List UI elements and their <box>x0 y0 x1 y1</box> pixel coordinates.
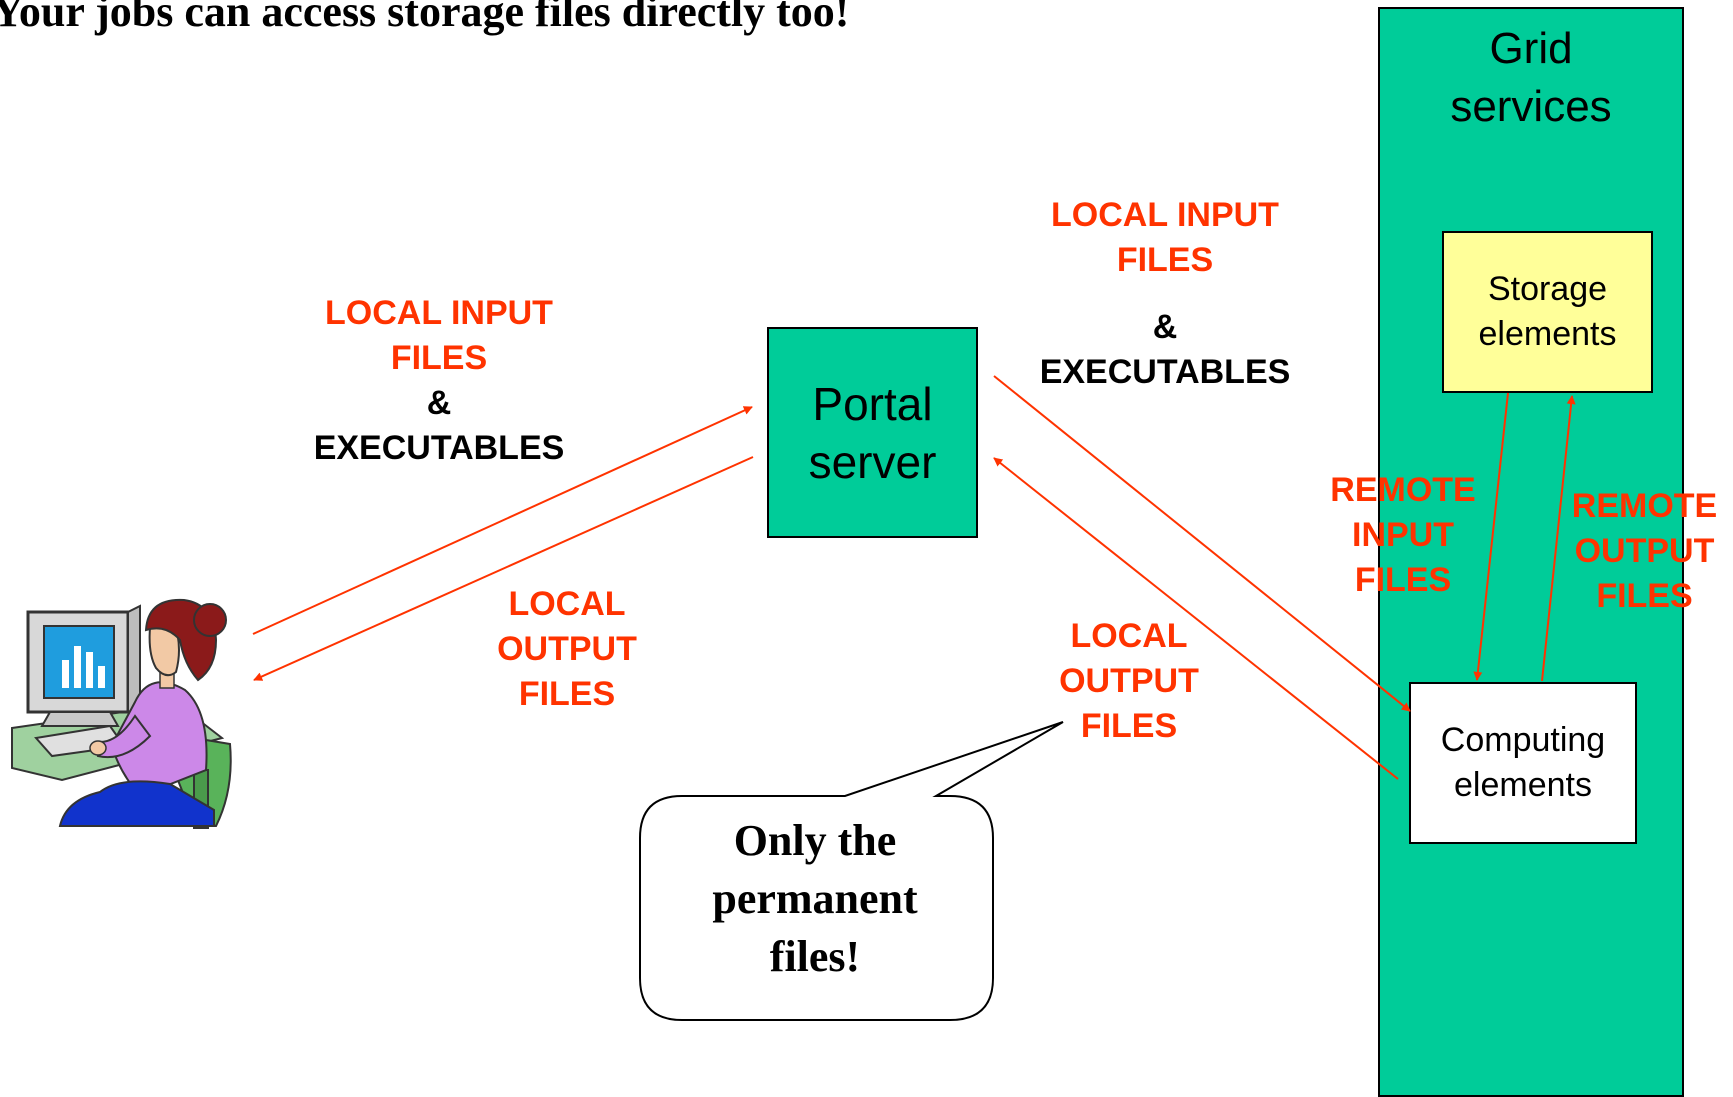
arrow-user-to-portal <box>252 406 753 635</box>
arrow-portal-to-user <box>253 456 754 681</box>
computing-elements-box: Computing elements <box>1409 682 1637 844</box>
grid-services-column <box>1378 7 1684 1097</box>
local-output-files-label-right: LOCAL OUTPUT FILES <box>1059 617 1199 745</box>
arrow-storage-to-computing <box>1473 392 1509 681</box>
speech-bubble <box>639 721 1064 1021</box>
user-at-computer-icon <box>11 598 232 829</box>
remote-input-files-label: REMOTE INPUT FILES <box>1330 471 1476 599</box>
arrow-computing-to-portal <box>993 457 1399 780</box>
arrow-portal-to-computing <box>993 375 1411 712</box>
storage-elements-box: Storage elements <box>1442 231 1653 393</box>
callout-text: Only the permanent files! <box>712 816 918 981</box>
local-input-files-label-right: LOCAL INPUT FILES & EXECUTABLES <box>1039 196 1291 391</box>
local-input-files-label-left: LOCAL INPUT FILES & EXECUTABLES <box>313 294 565 467</box>
remote-output-files-label: REMOTE OUTPUT FILES <box>1571 487 1718 615</box>
page-title: Your jobs can access storage files direc… <box>0 0 850 36</box>
local-output-files-label-left: LOCAL OUTPUT FILES <box>497 585 637 713</box>
grid-services-label: Grid services <box>1450 24 1612 131</box>
portal-server-box: Portal server <box>767 327 978 538</box>
arrow-computing-to-storage <box>1541 395 1576 682</box>
diagram-connectors <box>11 375 1576 1021</box>
